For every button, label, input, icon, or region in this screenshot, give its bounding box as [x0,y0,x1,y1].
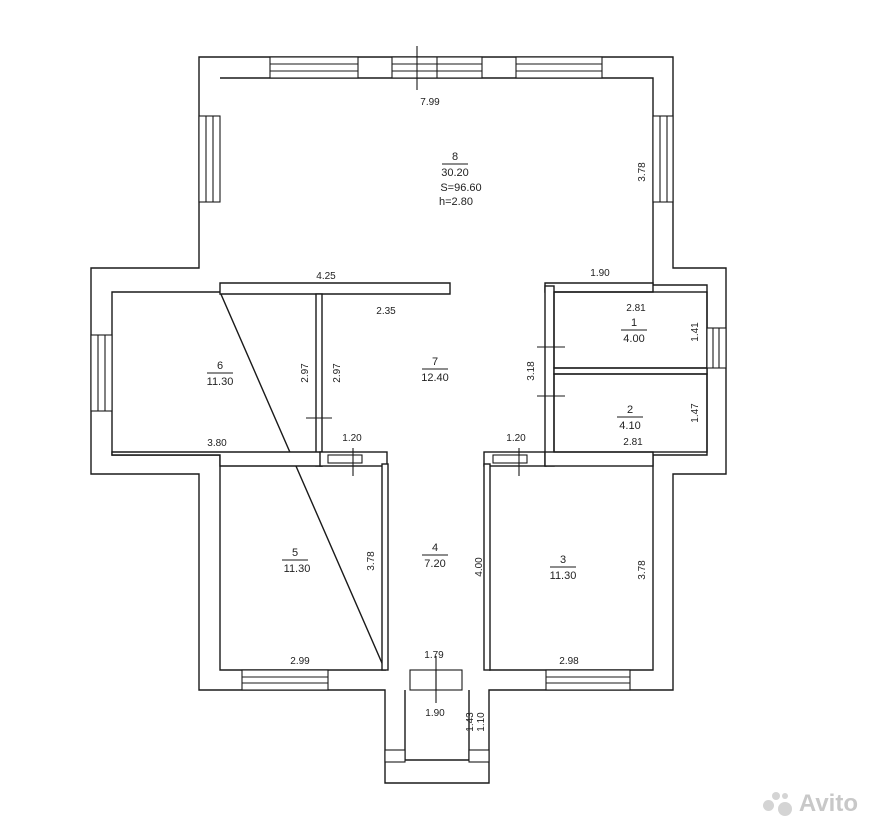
ceiling-height: h=2.80 [439,196,473,208]
room-1-label: 1 4.00 [621,317,647,345]
partition-8-1 [544,282,654,293]
dim-r4-width: 1.79 [424,650,444,661]
room-4-number: 4 [432,542,438,554]
dim-r3-width: 2.98 [559,656,579,667]
dim-r6-height-b: 2.97 [332,363,343,383]
porch-wall-inner [404,690,470,761]
dim-r3-height: 3.78 [637,560,648,580]
dim-r2-height: 1.47 [690,403,701,423]
dim-r5-width: 2.99 [290,656,310,667]
room-7-area: 12.40 [421,372,449,384]
dim-r6-height-a: 2.97 [300,363,311,383]
porch-step-left [384,749,406,763]
dim-r7-height: 3.18 [526,361,537,381]
room-5-number: 5 [292,547,298,559]
dim-r8-height: 3.78 [637,162,648,182]
window-top-right [515,56,603,79]
dim-r7-top: 2.35 [376,306,396,317]
room-2-area: 4.10 [619,420,640,432]
window-right-upper [652,115,674,203]
dim-r5-door: 1.20 [342,433,362,444]
room-8-number: 8 [452,151,458,163]
partition-4-3 [483,463,491,671]
dim-r8-width: 7.99 [420,97,440,108]
dim-r6-width: 3.80 [207,438,227,449]
dim-r8-wall-left: 4.25 [316,271,336,282]
partition-6-7 [315,293,323,467]
room-8-area: 30.20 [441,167,469,179]
porch-step-right [468,749,490,763]
avito-watermark: Avito [762,790,858,818]
room-6-label: 6 11.30 [207,360,234,388]
room-4-area: 7.20 [424,558,445,570]
room-3-area: 11.30 [550,570,577,582]
window-right-middle [706,327,727,369]
dim-porch-width: 1.90 [425,708,445,719]
room-3-number: 3 [560,554,566,566]
room-2-number: 2 [627,404,633,416]
room-5-area: 11.30 [284,563,311,575]
room-3-label: 3 11.30 [550,554,577,582]
dim-r3-door: 1.20 [506,433,526,444]
dim-r4-height: 4.00 [474,557,485,577]
dim-r5-height: 3.78 [366,551,377,571]
room-1-area: 4.00 [623,333,644,345]
partition-5-4 [381,463,389,671]
room-7-number: 7 [432,356,438,368]
dim-porch-depth-a: 1.43 [465,712,476,732]
room-5-label: 5 11.30 [282,547,310,575]
watermark-text: Avito [798,790,858,817]
room-2-label: 2 4.10 [617,404,643,432]
window-left-upper [198,115,221,203]
dim-r8-wall-right: 1.90 [590,268,610,279]
window-bottom-left [241,669,329,691]
room-4-label: 4 7.20 [422,542,448,570]
door-room5 [327,454,363,464]
window-bottom-right [545,669,631,691]
window-top-center [391,56,483,79]
avito-dots-icon [762,792,793,816]
dim-r1-height: 1.41 [690,322,701,342]
room2-inner [553,373,708,453]
dim-porch-depth-b: 1.10 [476,712,487,732]
dim-r1-width: 2.81 [626,303,646,314]
partition-8-7-left [219,282,451,295]
window-top-left [269,56,359,79]
room-1-number: 1 [631,317,637,329]
room-8-label: 8 30.20 S=96.60 h=2.80 [439,151,482,208]
partition-7-12 [544,285,555,467]
dim-r2-width: 2.81 [623,437,643,448]
room-6-number: 6 [217,360,223,372]
partition-1-2 [553,367,708,375]
total-area: S=96.60 [440,182,481,194]
window-left-middle [90,334,113,412]
partition-2-3 [544,451,654,467]
room-6-area: 11.30 [207,376,234,388]
room-7-label: 7 12.40 [421,356,449,384]
door-room3 [492,454,528,464]
